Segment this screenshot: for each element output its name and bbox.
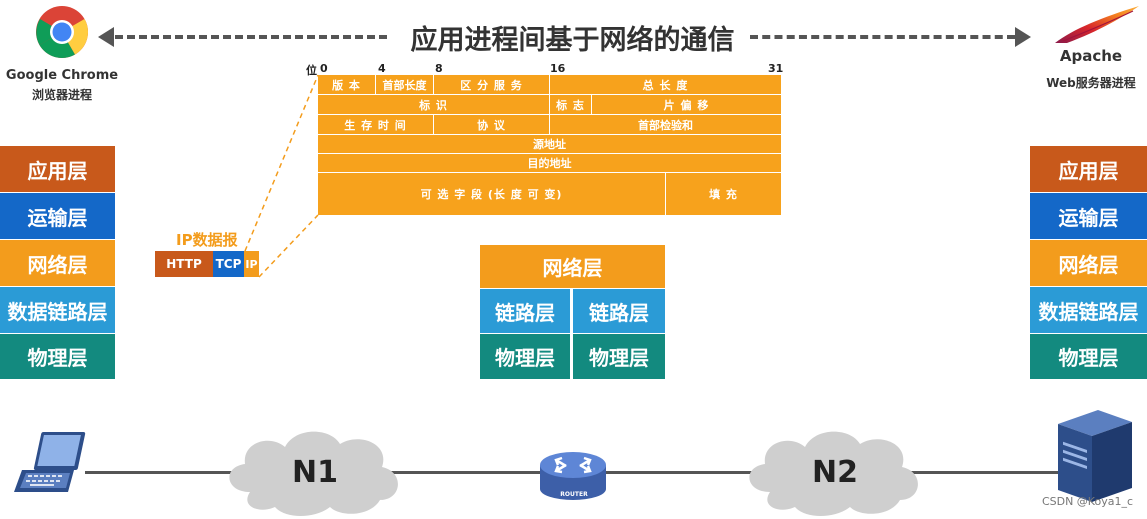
server-app-sub: Web服务器进程 bbox=[1046, 76, 1136, 90]
field-flags: 标 志 bbox=[550, 95, 592, 115]
right-layer-network: 网络层 bbox=[1030, 240, 1147, 287]
field-options: 可 选 字 段 (长 度 可 变) bbox=[318, 173, 666, 215]
right-protocol-stack: 应用层 运输层 网络层 数据链路层 物理层 bbox=[1030, 146, 1147, 380]
left-layer-network: 网络层 bbox=[0, 240, 115, 287]
left-dashed-line bbox=[115, 35, 387, 39]
chrome-logo-icon bbox=[36, 6, 88, 58]
apache-feather-icon bbox=[1055, 6, 1139, 43]
client-app-sub: 浏览器进程 bbox=[31, 88, 92, 102]
laptop-icon bbox=[14, 432, 86, 492]
router-layer-physical-left: 物理层 bbox=[480, 334, 572, 380]
left-arrowhead bbox=[98, 27, 114, 47]
server-icon bbox=[1058, 410, 1132, 502]
datagram-ip: IP bbox=[244, 251, 259, 277]
ip-header-table: 版 本 首部长度 区 分 服 务 总 长 度 标 识 标 志 片 偏 移 生 存… bbox=[318, 75, 781, 215]
router-icon bbox=[540, 452, 606, 500]
server-app-name: Apache bbox=[1059, 47, 1123, 65]
footer-watermark: CSDN @Koya1_c bbox=[1041, 495, 1133, 508]
field-source-address: 源地址 bbox=[318, 135, 781, 154]
bit-label-31: 31 bbox=[768, 62, 784, 75]
client-app-name: Google Chrome bbox=[5, 68, 119, 83]
field-destination-address: 目的地址 bbox=[318, 154, 781, 173]
ip-datagram-label: IP数据报 bbox=[176, 231, 238, 249]
router-layer-link-right: 链路层 bbox=[573, 289, 665, 334]
bit-label-0: 0 bbox=[320, 62, 328, 75]
field-identification: 标 识 bbox=[318, 95, 550, 115]
field-checksum: 首部检验和 bbox=[550, 115, 781, 135]
field-fragment-offset: 片 偏 移 bbox=[592, 95, 781, 115]
bit-label-4: 4 bbox=[378, 62, 386, 75]
field-version: 版 本 bbox=[318, 75, 376, 95]
field-dscp: 区 分 服 务 bbox=[434, 75, 550, 95]
router-layer-physical-right: 物理层 bbox=[573, 334, 665, 380]
right-layer-datalink: 数据链路层 bbox=[1030, 287, 1147, 334]
datagram-http: HTTP bbox=[155, 251, 213, 277]
right-layer-application: 应用层 bbox=[1030, 146, 1147, 193]
left-layer-physical: 物理层 bbox=[0, 334, 115, 380]
bit-pos-label: 位 bbox=[306, 64, 317, 77]
bit-label-8: 8 bbox=[435, 62, 443, 75]
page-title: 应用进程间基于网络的通信 bbox=[410, 25, 735, 56]
right-layer-transport: 运输层 bbox=[1030, 193, 1147, 240]
left-protocol-stack: 应用层 运输层 网络层 数据链路层 物理层 bbox=[0, 146, 115, 380]
right-dashed-line bbox=[750, 35, 1015, 39]
router-label: ROUTER bbox=[560, 491, 588, 498]
datagram-tcp: TCP bbox=[213, 251, 244, 277]
router-layer-link-left: 链路层 bbox=[480, 289, 572, 334]
cloud-n1-icon bbox=[229, 431, 398, 516]
network-n2-label: N2 bbox=[812, 455, 858, 490]
left-layer-transport: 运输层 bbox=[0, 193, 115, 240]
right-arrowhead bbox=[1015, 27, 1031, 47]
router-layer-network: 网络层 bbox=[480, 245, 665, 289]
field-ttl: 生 存 时 间 bbox=[318, 115, 434, 135]
right-layer-physical: 物理层 bbox=[1030, 334, 1147, 380]
field-padding: 填 充 bbox=[709, 188, 738, 201]
field-header-length: 首部长度 bbox=[376, 75, 434, 95]
cloud-n2-icon bbox=[749, 431, 918, 516]
left-layer-application: 应用层 bbox=[0, 146, 115, 193]
bit-label-16: 16 bbox=[550, 62, 566, 75]
field-protocol: 协 议 bbox=[434, 115, 550, 135]
network-n1-label: N1 bbox=[292, 455, 338, 490]
field-total-length: 总 长 度 bbox=[550, 75, 781, 95]
left-layer-datalink: 数据链路层 bbox=[0, 287, 115, 334]
